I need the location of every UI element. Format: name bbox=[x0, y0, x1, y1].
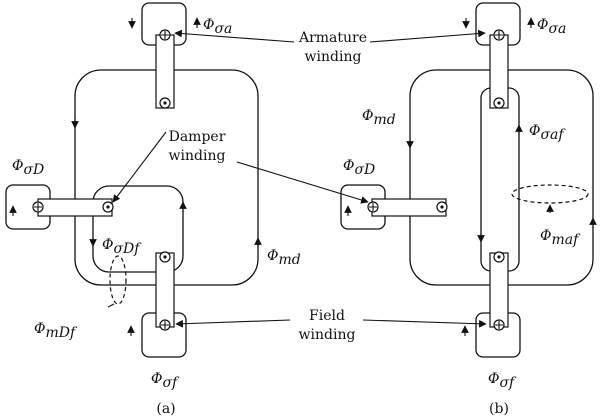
armature-conductor-bar-b bbox=[489, 34, 509, 109]
flux-sigma-D-label-a: ΦσD bbox=[12, 158, 44, 178]
panel-b bbox=[340, 2, 597, 358]
armature-winding-label-2: winding bbox=[305, 49, 362, 65]
caption-a: (a) bbox=[156, 401, 175, 417]
flux-sigma-D-label-b: ΦσD bbox=[343, 158, 375, 178]
panel-captions: (a) (b) bbox=[156, 401, 509, 417]
panel-a bbox=[5, 2, 262, 358]
winding-labels: Armature winding Damper winding Field wi… bbox=[169, 30, 367, 343]
damper-conductor-bar-a bbox=[37, 198, 113, 217]
flux-direction-arrows-a bbox=[9, 17, 262, 336]
armature-conductor-bar-a bbox=[155, 34, 175, 109]
flux-sigma-a-label-a: Φσa bbox=[203, 17, 232, 37]
field-winding-label-2: winding bbox=[299, 327, 356, 343]
flux-mDf-label-a: ΦmDf bbox=[34, 321, 78, 341]
mutual-flux-ellipse-a bbox=[109, 255, 127, 305]
damper-winding-label-2: winding bbox=[169, 148, 226, 164]
flux-direction-arrows-b bbox=[344, 17, 597, 336]
flux-sigma-af-label-b: Φσaf bbox=[529, 123, 566, 143]
field-conductor-bar-a bbox=[155, 252, 175, 328]
flux-sigma-a-label-b: Φσa bbox=[537, 17, 566, 37]
annotation-leaders bbox=[107, 29, 487, 328]
flux-labels: Φσa ΦσD ΦσDf Φmd ΦmDf Φσf Φσa Φmd Φσaf Φ… bbox=[12, 17, 581, 391]
flux-sigma-Df-label-a: ΦσDf bbox=[102, 237, 142, 257]
damper-conductor-bar-b bbox=[371, 198, 447, 217]
armature-winding-label: Armature bbox=[298, 30, 367, 46]
inner-flux-loop-a bbox=[92, 185, 184, 273]
armature-field-loop-b bbox=[480, 87, 520, 272]
field-conductor-bar-b bbox=[489, 252, 509, 328]
flux-maf-label-b: Φmaf bbox=[540, 228, 581, 248]
flux-md-label-b: Φmd bbox=[362, 108, 396, 128]
mutual-flux-ellipse-b bbox=[511, 184, 589, 204]
field-winding-label: Field bbox=[309, 308, 345, 324]
flux-sigma-f-label-a: Φσf bbox=[151, 371, 180, 391]
damper-winding-label: Damper bbox=[169, 129, 226, 145]
flux-md-label-a: Φmd bbox=[267, 248, 301, 268]
flux-sigma-f-label-b: Φσf bbox=[488, 371, 517, 391]
caption-b: (b) bbox=[489, 401, 509, 417]
